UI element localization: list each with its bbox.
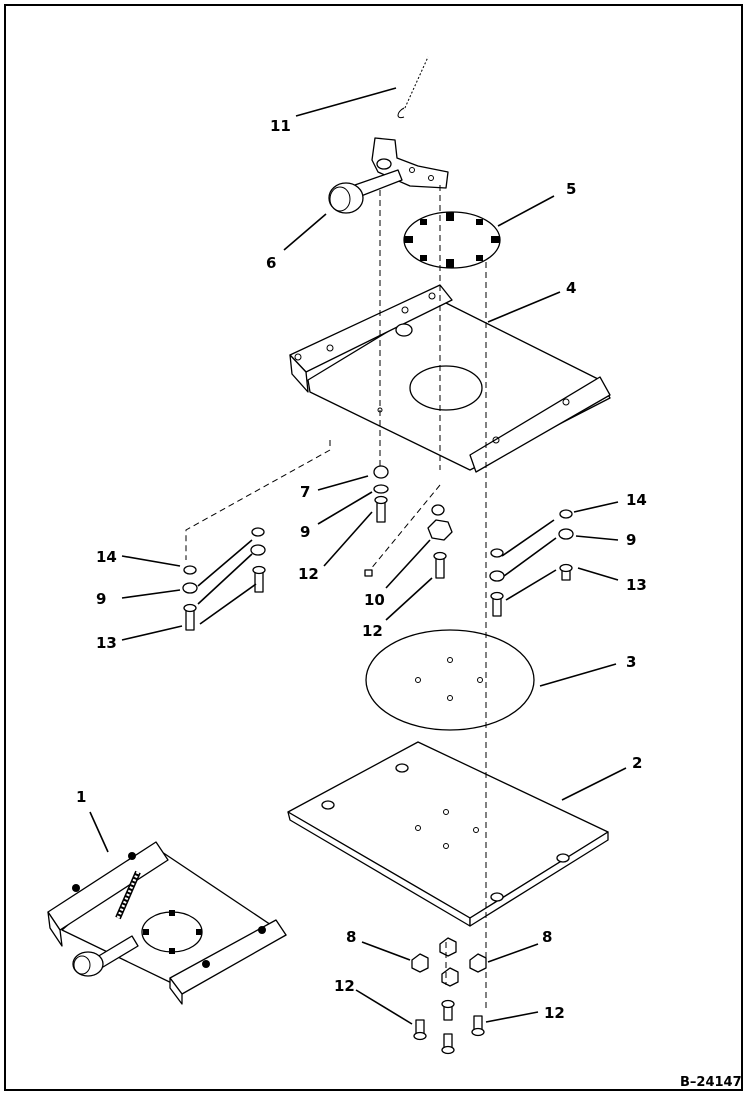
hardware-bottom [411, 937, 487, 1055]
callout-8-right: 8 [542, 928, 552, 946]
callout-3: 3 [626, 653, 636, 671]
callout-4: 4 [566, 279, 576, 297]
hardware-center [364, 465, 453, 579]
callout-13-right: 13 [626, 576, 647, 594]
bearing-disc-part [365, 629, 535, 731]
spring-part [397, 55, 431, 119]
index-plate-part [403, 211, 501, 269]
callout-12-center-upper: 12 [298, 565, 319, 583]
callout-8-left: 8 [346, 928, 356, 946]
callout-10: 10 [364, 591, 385, 609]
callout-7: 7 [300, 483, 310, 501]
base-plate-part [287, 741, 609, 927]
figure-id: B–24147 [680, 1075, 742, 1090]
hardware-left [182, 527, 266, 631]
callout-9-center: 9 [300, 523, 310, 541]
swivel-assembly-part [47, 841, 287, 1005]
callout-9-left: 9 [96, 590, 106, 608]
callout-14-right: 14 [626, 491, 647, 509]
callout-6: 6 [266, 254, 276, 272]
callout-1: 1 [76, 788, 86, 806]
hardware-right [489, 509, 574, 617]
callout-labels: 11 6 5 4 7 9 12 10 12 14 9 13 14 9 13 3 … [76, 117, 647, 1022]
callout-13-left: 13 [96, 634, 117, 652]
callout-11: 11 [270, 117, 291, 135]
callout-5: 5 [566, 180, 576, 198]
callout-12-bottom-left: 12 [334, 977, 355, 995]
callout-2: 2 [632, 754, 642, 772]
alignment-lines [185, 185, 487, 1012]
release-handle-part [328, 137, 449, 214]
callout-14-left: 14 [96, 548, 117, 566]
diagram-frame [4, 4, 743, 1091]
leader-lines [89, 87, 627, 1025]
callout-12-bottom-right: 12 [544, 1004, 565, 1022]
callout-9-right: 9 [626, 531, 636, 549]
callout-12-center-lower: 12 [362, 622, 383, 640]
upper-swivel-plate-part [289, 284, 611, 473]
